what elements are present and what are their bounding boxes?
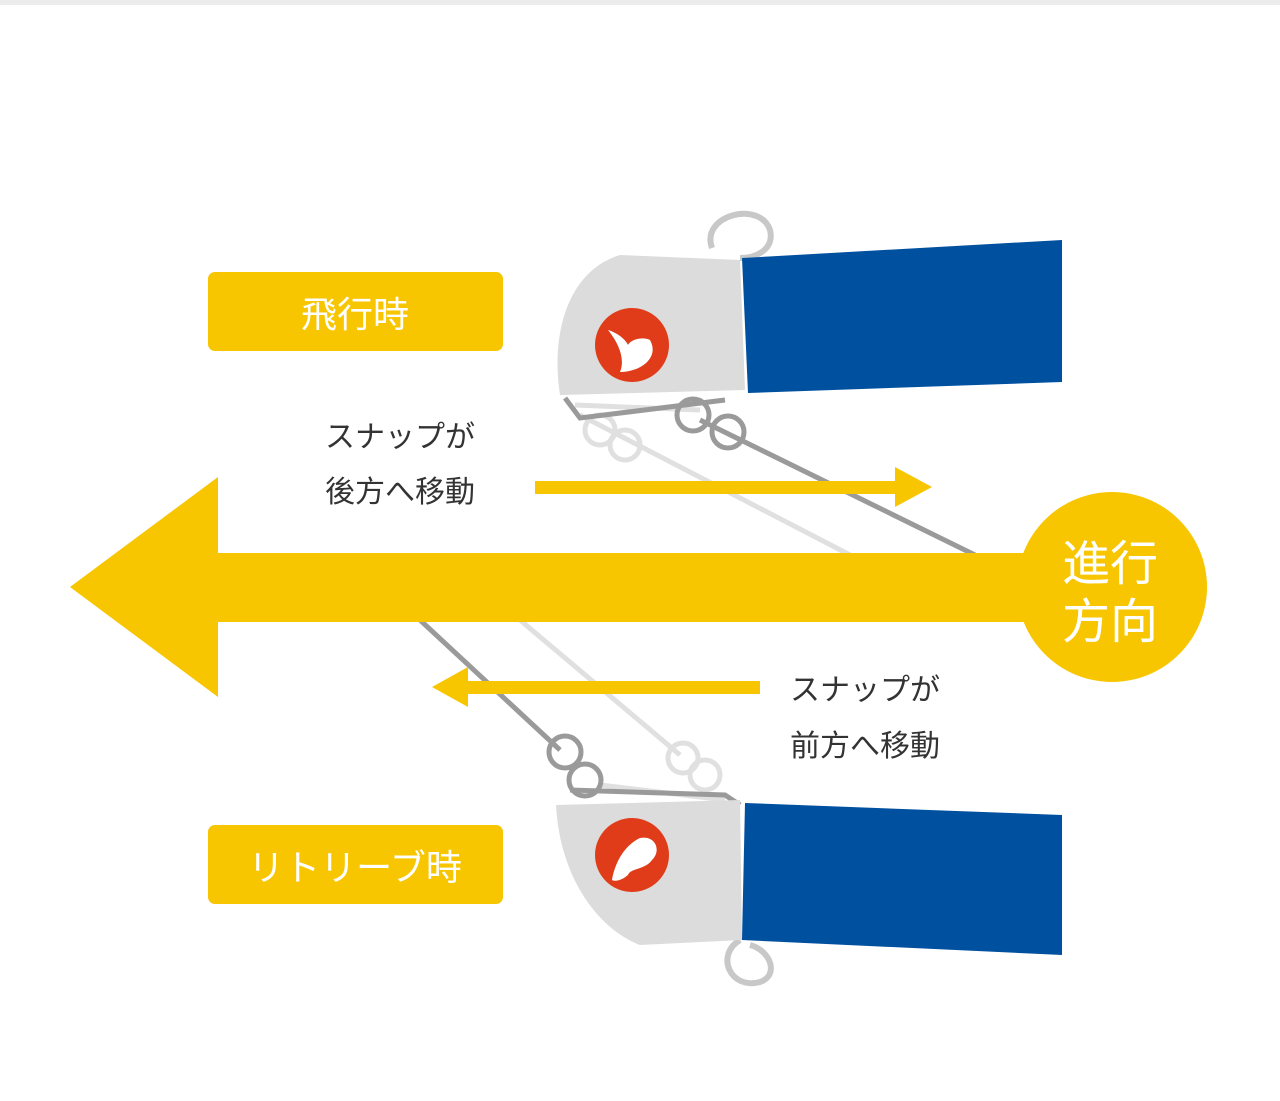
flight-label: 飛行時 [301, 295, 409, 336]
lure-body [742, 240, 1062, 393]
flight-label-box [208, 272, 503, 351]
snap-back-arrow [535, 467, 932, 507]
lure-flight [557, 210, 1062, 395]
direction-label-line2: 方向 [1062, 594, 1158, 650]
retrieve-label-box [208, 825, 503, 904]
retrieve-note-line1: スナップが [790, 673, 940, 708]
retrieve-label: リトリーブ時 [248, 848, 462, 889]
lure-retrieve [556, 800, 1062, 987]
retrieve-note-line2: 前方へ移動 [790, 729, 940, 764]
lure-body [742, 803, 1062, 955]
eye-loop [724, 937, 774, 987]
ghost-wire-bottom [518, 618, 726, 803]
direction-circle [1017, 492, 1207, 682]
wire-top [563, 396, 977, 558]
snap-forward-arrow [432, 667, 760, 707]
direction-label-line1: 進行 [1062, 536, 1158, 592]
direction-arrow [70, 477, 1030, 697]
flight-note-line1: スナップが [325, 420, 475, 455]
flight-note-line2: 後方へ移動 [325, 475, 475, 510]
eye-loop [707, 210, 774, 261]
top-border [0, 0, 1280, 5]
